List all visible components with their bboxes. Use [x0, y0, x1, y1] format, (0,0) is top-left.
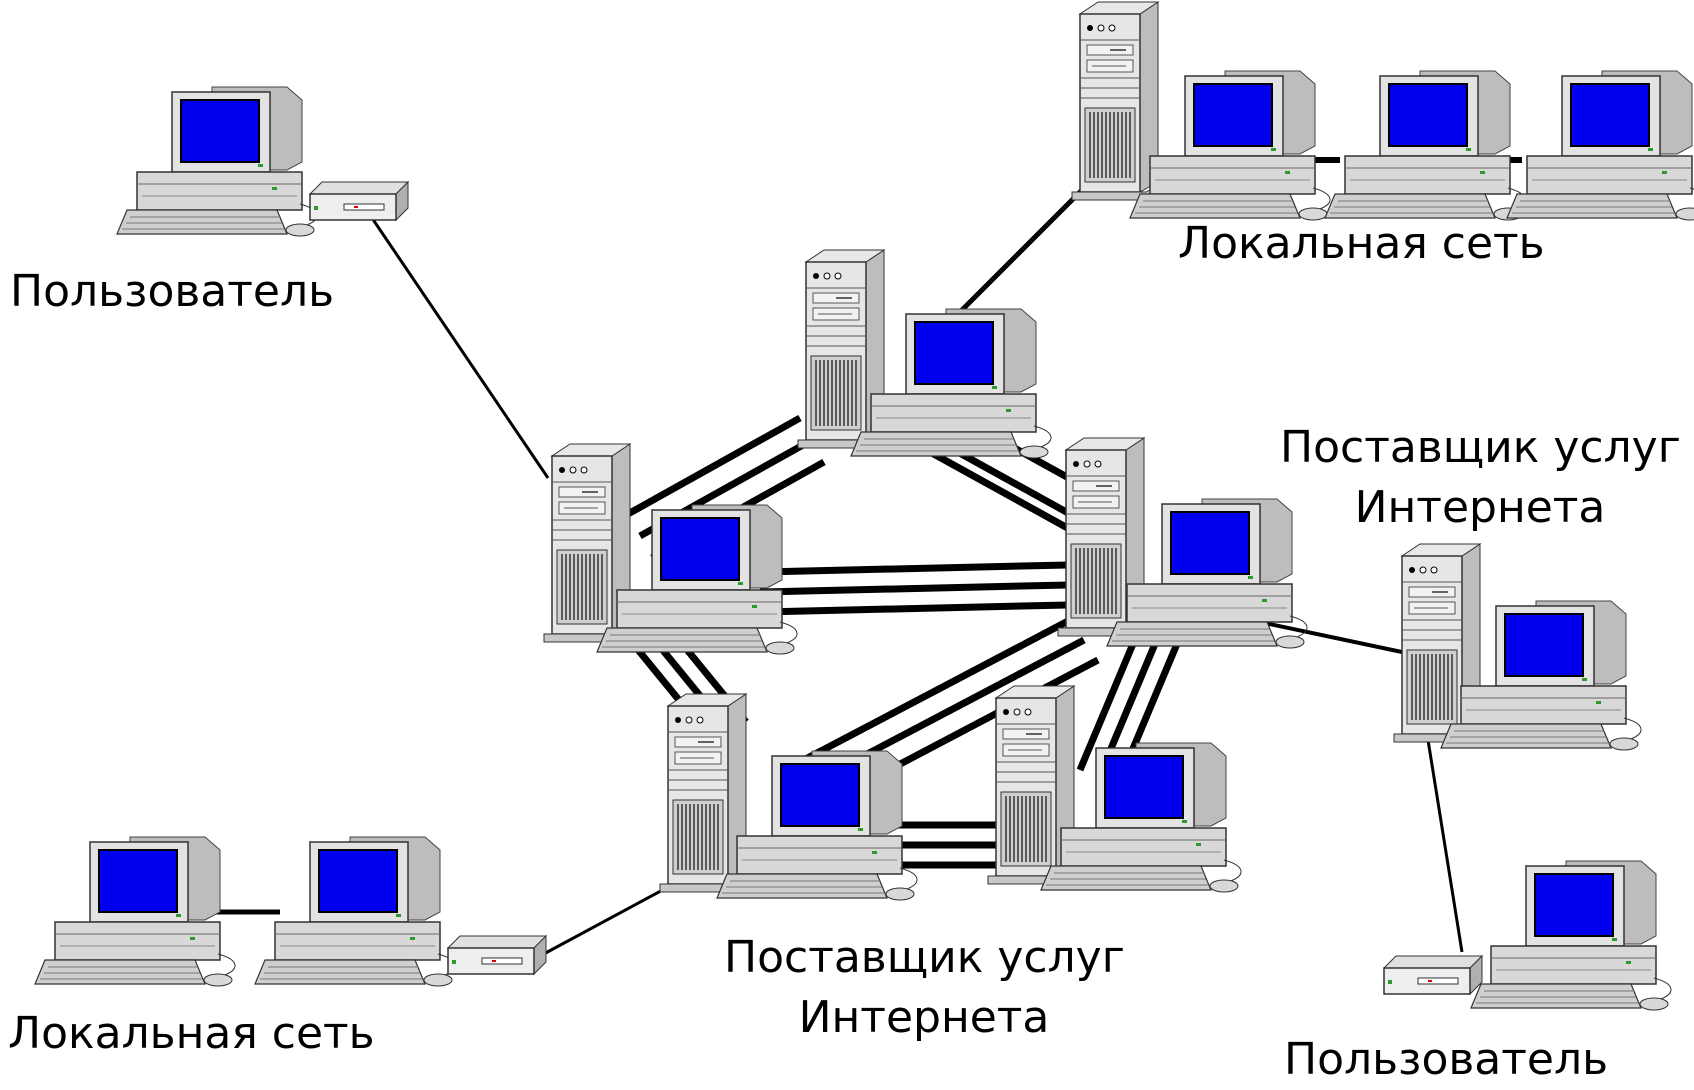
user-top-left-computer-icon: [116, 86, 319, 237]
link-lan-bottomleft-modem-to-isp: [539, 884, 671, 958]
link-user-topleft-to-isp-left: [370, 217, 550, 479]
label-lan-bottom-left: Локальная сеть: [8, 1008, 375, 1059]
label-lan-top-right: Локальная сеть: [1178, 218, 1545, 269]
link-lan-topright-to-isp-top: [954, 180, 1092, 318]
label-user-top-left: Пользователь: [10, 266, 335, 317]
lan-top-right-computer-2-icon: [1324, 70, 1527, 221]
user-bottom-right-modem-icon: [1383, 955, 1483, 995]
lan-bottom-left-computer-2-icon: [254, 836, 457, 987]
backbone-left-right: [759, 561, 1069, 616]
label-user-bottom-right: Пользователь: [1284, 1034, 1609, 1085]
label-isp-bottom-line1: Поставщик услуг: [724, 932, 1125, 983]
lan-top-right-computer-3-icon: [1506, 70, 1694, 221]
isp-bottom-left-computer-icon: [716, 750, 919, 901]
link-isp-right-to-isp-mid: [1259, 620, 1403, 654]
user-top-left-modem-icon: [309, 181, 409, 221]
lan-bottom-left-modem-icon: [447, 935, 547, 975]
user-bottom-right-computer-icon: [1470, 860, 1673, 1011]
lan-top-right-computer-1-icon: [1129, 70, 1332, 221]
backbone-right-bottomright: [1076, 630, 1186, 772]
label-isp-right-line2: Интернета: [1354, 482, 1606, 533]
label-isp-bottom-line2: Интернета: [798, 992, 1050, 1043]
label-isp-right: Поставщик услуг Интернета: [1280, 418, 1681, 538]
label-isp-right-line1: Поставщик услуг: [1280, 422, 1681, 473]
label-isp-bottom: Поставщик услуг Интернета: [724, 928, 1125, 1048]
link-isp-right-to-user-bottomright: [1426, 739, 1464, 953]
lan-bottom-left-computer-1-icon: [34, 836, 237, 987]
